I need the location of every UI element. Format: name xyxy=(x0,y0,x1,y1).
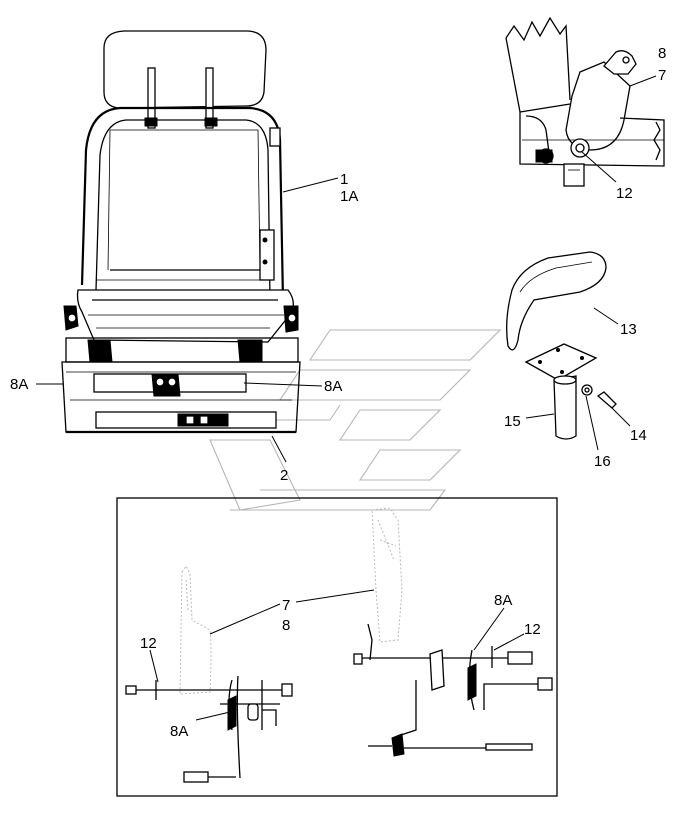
armrest-post xyxy=(553,375,577,440)
inset-detail: 7 8 12 8A 8A 12 xyxy=(116,497,558,797)
headrest xyxy=(103,30,267,109)
belt-buckle-tongue xyxy=(603,50,637,75)
callout-16: 16 xyxy=(594,453,611,470)
callout-8a-mid: 8A xyxy=(324,378,342,395)
callout-14: 14 xyxy=(630,427,647,444)
callout-12-inset-right: 12 xyxy=(524,621,541,638)
callout-8a-inset-right: 8A xyxy=(494,592,512,609)
seat-assembly xyxy=(61,30,301,434)
callout-8a-left: 8A xyxy=(10,376,28,393)
callout-8-inset: 8 xyxy=(282,617,290,634)
callout-12-inset-left: 12 xyxy=(140,635,157,652)
seat-back-frame xyxy=(80,106,285,301)
callout-13: 13 xyxy=(620,321,637,338)
belt-retractor xyxy=(565,61,631,151)
headrest-post-left xyxy=(147,67,156,129)
callout-7-top: 7 xyxy=(658,67,666,84)
seat-belt-detail: 8 7 12 xyxy=(505,16,666,202)
callout-2: 2 xyxy=(280,467,288,484)
main-callouts: 1 1A 8A 8A 2 xyxy=(10,171,358,484)
callout-15: 15 xyxy=(504,413,521,430)
seat-cushion xyxy=(76,289,294,343)
back-hinge xyxy=(259,229,275,281)
callout-1a: 1A xyxy=(340,188,358,205)
callout-8-top: 8 xyxy=(658,45,666,62)
callout-8a-inset-left: 8A xyxy=(170,723,188,740)
armrest-pad xyxy=(506,251,607,351)
inset-frame xyxy=(116,497,558,797)
recline-lever xyxy=(269,127,281,147)
callout-7-inset: 7 xyxy=(282,597,290,614)
armrest-mount-plate xyxy=(524,343,598,381)
armrest-detail: 13 15 14 16 xyxy=(504,251,647,470)
height-adjuster xyxy=(151,373,181,397)
callout-1: 1 xyxy=(340,171,348,188)
callout-12-top: 12 xyxy=(616,185,633,202)
headrest-post-right xyxy=(205,67,214,129)
bolt xyxy=(596,391,617,409)
